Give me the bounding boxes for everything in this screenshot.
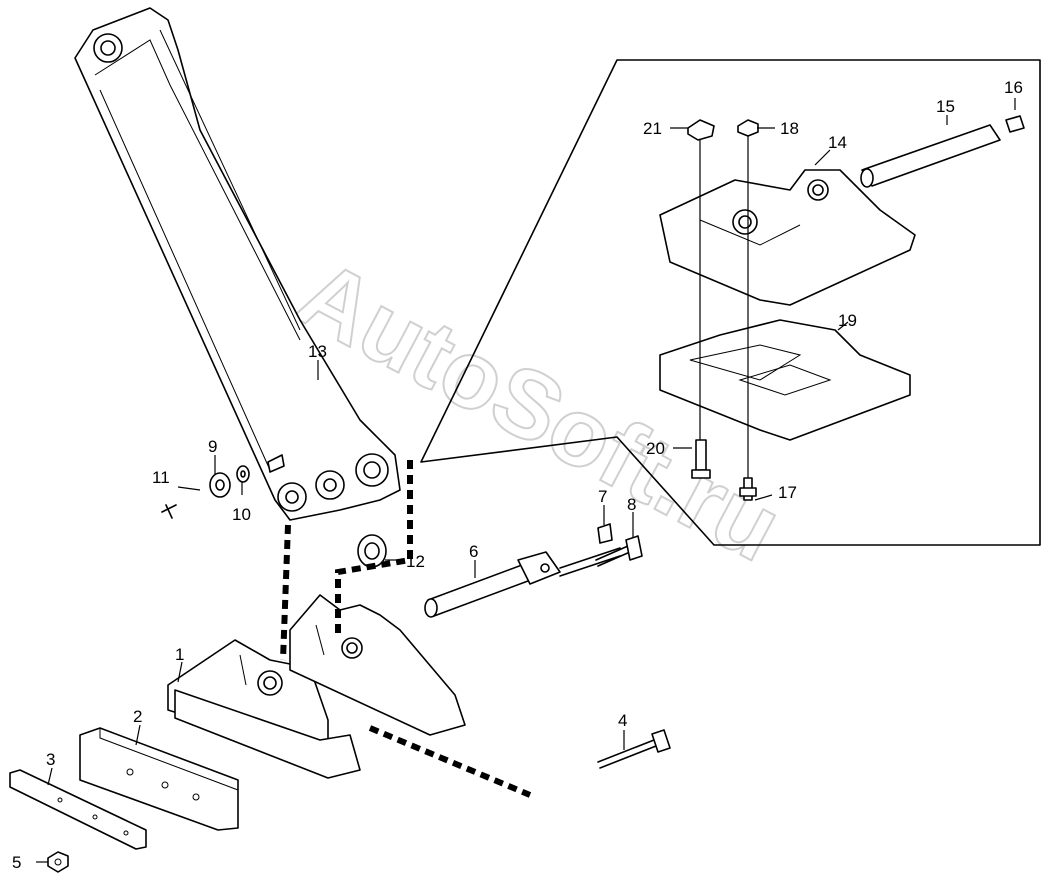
part-11-pin	[161, 504, 177, 519]
callout-21: 21	[643, 119, 662, 138]
callout-17: 17	[778, 483, 797, 502]
part-2-pad	[79, 727, 239, 831]
callout-9: 9	[208, 437, 217, 456]
part-5-nut	[47, 851, 69, 873]
assembly-guides	[280, 460, 532, 798]
boom-arm	[74, 7, 401, 521]
callout-5: 5	[12, 853, 21, 872]
callout-2: 2	[133, 707, 142, 726]
part-4-bolt	[597, 729, 671, 769]
part-8-bolt	[595, 535, 643, 567]
callout-1: 1	[175, 645, 184, 664]
part-17-bolt	[739, 477, 757, 501]
callout-7: 7	[598, 487, 607, 506]
detail-bolt-guides	[699, 136, 749, 480]
callout-20: 20	[646, 439, 665, 458]
callout-19: 19	[838, 311, 857, 330]
callout-13: 13	[308, 342, 327, 361]
leader-lines	[36, 98, 1016, 863]
callout-15: 15	[936, 97, 955, 116]
callout-4: 4	[618, 711, 627, 730]
part-10-washer	[236, 465, 250, 483]
callout-16: 16	[1004, 78, 1023, 97]
part-16-clip	[1005, 115, 1025, 133]
part-6-pin	[424, 547, 621, 618]
right-bracket	[289, 594, 466, 736]
callout-10: 10	[232, 505, 251, 524]
callout-14: 14	[828, 133, 847, 152]
callout-3: 3	[46, 750, 55, 769]
part-7-nipple	[597, 523, 613, 544]
part-12-bushing	[357, 534, 387, 568]
part-14-bracket	[659, 169, 916, 306]
callout-6: 6	[469, 542, 478, 561]
part-20-bolt	[691, 439, 711, 479]
part-18-nut	[737, 119, 759, 137]
callout-18: 18	[780, 119, 799, 138]
lube-fitting	[267, 454, 285, 473]
callout-labels: 1 2 3 4 5 6 7 8 9 10 11 12 13 14 15 16 1…	[12, 78, 1023, 872]
callout-8: 8	[627, 495, 636, 514]
part-21-nut	[687, 119, 715, 141]
part-9-washer	[209, 472, 231, 498]
part-15-shaft	[860, 124, 1001, 188]
part-1-bracket	[167, 639, 361, 779]
detail-frame	[420, 59, 1041, 546]
callout-11: 11	[152, 468, 170, 487]
callout-12: 12	[406, 552, 425, 571]
part-19-base	[659, 319, 911, 441]
part-3-plate	[9, 769, 147, 850]
